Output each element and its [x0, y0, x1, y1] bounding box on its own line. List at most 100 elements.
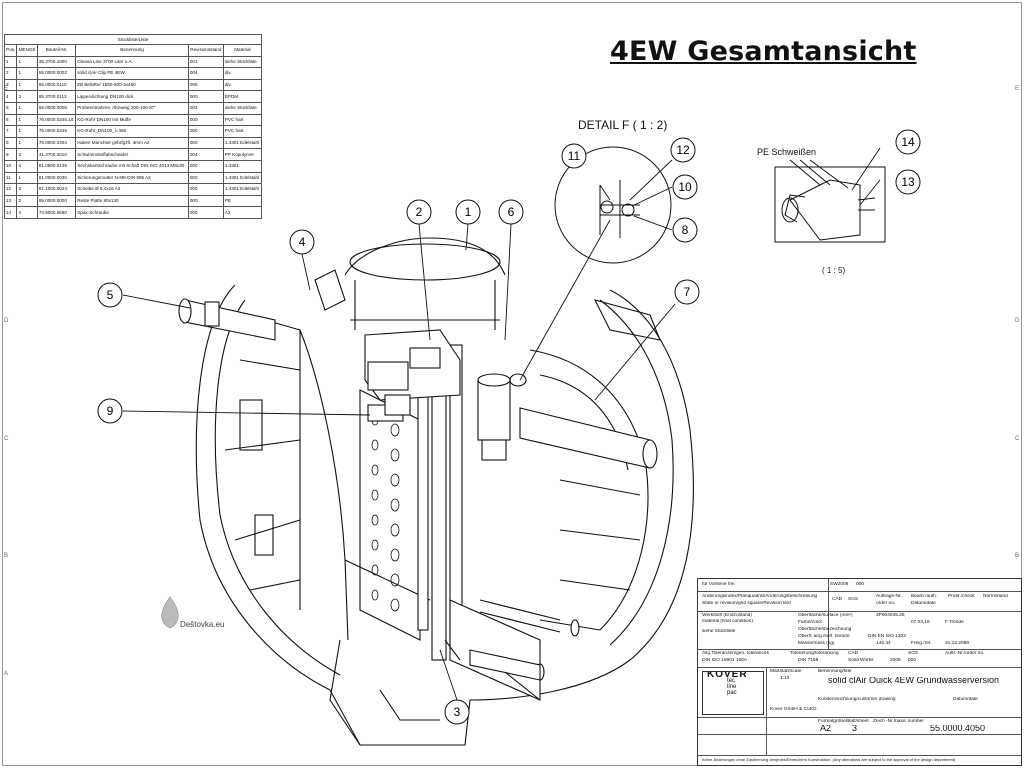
bom-cell: 000 [187, 194, 224, 208]
bom-cell: 2 [16, 183, 38, 196]
tank-body [195, 237, 694, 746]
tb-number: 55.0000.4050 [930, 725, 986, 731]
bom-cell: 11 [3, 171, 18, 185]
logo-tec: tec [727, 678, 736, 684]
tb-vorserie: für Vorserie frei [702, 582, 735, 587]
bom-cell: 8 [3, 136, 18, 150]
bom-cell: 1.4301 Edelstahl [222, 171, 263, 185]
balloon-circle [672, 174, 698, 200]
bom-cell: 76.0000.0404 [36, 136, 77, 150]
bom-cell: 1 [16, 78, 38, 92]
balloon-11: 11 [568, 149, 581, 163]
tb-material-final: material (final condition) [702, 619, 753, 624]
balloon-circle [97, 282, 123, 308]
bom-header-pos: Pos. [3, 44, 18, 57]
bom-cell: 1.4301 [222, 159, 263, 173]
tb-siehe: siehe Stückliste [702, 629, 736, 634]
tb-sheet: 3 [852, 725, 858, 731]
balloon-10: 10 [678, 180, 692, 194]
bom-cell: 000 [187, 206, 224, 219]
bom-cell: 4 [16, 159, 38, 173]
tb-format: A2 [820, 725, 832, 731]
tb-order-no: order no. [876, 601, 896, 606]
tb-din-tol: DIN ISO 16901 160A [702, 658, 748, 663]
bom-header-material: Material [222, 44, 263, 57]
bom-cell: 000 [187, 171, 224, 185]
bom-cell: 2 [16, 148, 38, 161]
balloon-circle [895, 169, 921, 195]
bom-cell: Sicherungsmutter N-M8-DIN 985 A2 [75, 171, 189, 185]
bom-cell: 1.4301 Edelstahl [222, 136, 263, 150]
bom-cell: 81.0000.0030 [36, 171, 77, 185]
tb-freig: Freig./rel. [911, 641, 932, 646]
tb-massstab: Maßstab/scale [770, 669, 802, 674]
bom-cell: 1.4301 Edelstahl [222, 183, 263, 196]
tb-farbe: Farbe/color [798, 620, 823, 625]
tb-freig-date: 31.12.2098 [945, 641, 970, 646]
bom-cell: 41.3700.3010 [36, 148, 77, 161]
bom-caption: Stückliste/Liste [4, 34, 262, 45]
bom-cell: 7 [3, 125, 18, 138]
row-mark-b-right: B [1015, 553, 1020, 559]
bom-cell: A2 [222, 206, 263, 219]
tb-sgs2: SGS [908, 651, 919, 656]
tb-surface-val: 3P004045.26 [876, 613, 905, 618]
bom-cell: 2 [16, 194, 38, 208]
balloon-2: 2 [416, 205, 423, 219]
kover-logo: KÖVER tec line pac [702, 671, 764, 715]
tb-werkstoff: Werkstoff (Endzustand) [702, 613, 752, 618]
bom-table: Stückliste/Liste Pos. MENGE Bauteil-Nr. … [3, 34, 263, 219]
page-title: 4EW Gesamtansicht [610, 36, 917, 67]
balloon-circle [672, 217, 698, 243]
bom-cell: PP Kopolymer [222, 148, 263, 161]
balloon-3: 3 [454, 705, 461, 719]
row-mark-c-right: C [1015, 436, 1020, 442]
tb-sgs: SGS [848, 597, 859, 602]
bom-cell: 1 [16, 171, 38, 185]
balloon-7: 7 [684, 285, 691, 299]
tb-masse: Masse/mass (kg) [798, 641, 835, 646]
bom-header-benennung: Benennung [75, 44, 189, 57]
balloon-1: 1 [465, 205, 472, 219]
pipes [178, 298, 658, 701]
bom-cell: 89.0000.0000 [36, 194, 77, 208]
bom-cell: 6 [3, 113, 18, 127]
tb-sw-year: 2008 [890, 658, 901, 663]
bom-cell: 13 [3, 194, 18, 208]
tb-aenderung-en: State or revision/grid square/Revision t… [702, 601, 791, 606]
tb-din-7168: DIN 7168 [798, 658, 819, 663]
balloon-circle [406, 199, 432, 225]
tb-bearb-date: 07.03.16 [911, 620, 930, 625]
tb-bearb: Bearb./auth. [911, 594, 938, 599]
logo-pac: pac [727, 690, 737, 696]
title-block: für Vorserie frei SW2008 000 Änderungsin… [697, 578, 1022, 766]
tb-oberflaechenbez: Oberflächenbezeichnung [798, 627, 852, 632]
balloon-circle [670, 137, 696, 163]
row-mark-b: B [4, 553, 9, 559]
bom-cell: 76.0000.0245 [36, 125, 77, 138]
tb-datum: Datum/date [911, 601, 936, 606]
bom-cell: 004 [187, 148, 224, 161]
tb-footer: Keine Änderungen ohne Zustimmung der/jed… [702, 757, 956, 762]
bom-header-menge: MENGE [16, 44, 38, 57]
bom-cell: 1 [16, 136, 38, 150]
bom-cell: 81.1000.0024 [36, 183, 77, 196]
tb-solid-works: Solid Works [848, 658, 874, 663]
tb-formatsize: Formatgröße [818, 719, 846, 724]
detail-f [554, 146, 672, 264]
balloon-circle [561, 143, 587, 169]
balloon-8: 8 [682, 223, 689, 237]
bom-header-bauteil: Bauteil-Nr. [36, 44, 77, 57]
tb-allg: Allg.Toleranzen/gen. tolerances [702, 651, 769, 656]
tb-tolerierung: Tolerierung/tolerancing [790, 651, 839, 656]
logo-line: line [727, 684, 737, 690]
